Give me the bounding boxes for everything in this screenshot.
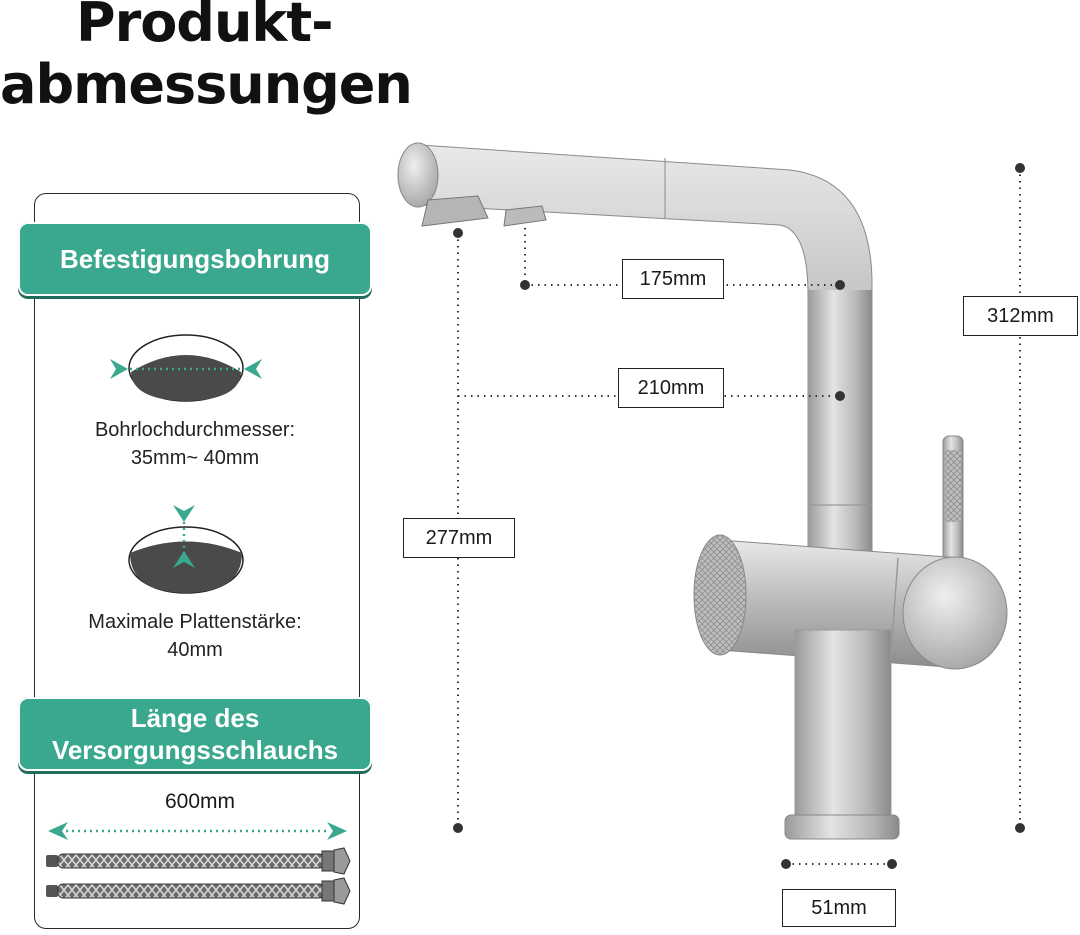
dimension-base-diameter: 51mm [782,889,896,927]
plate-thickness-icon [128,505,244,594]
hole-diameter-label: Bohrlochdurchmesser: [94,419,296,441]
specs-card [34,193,360,929]
dimension-spout-height: 277mm [403,518,515,558]
dimension-reach-inner: 175mm [622,259,724,299]
mounting-hole-banner: Befestigungsbohrung [18,222,372,296]
hole-diameter-note: Bohrlochdurchmesser: 35mm~ 40mm [40,416,350,472]
hole-diameter-icon [110,334,262,402]
faucet-illustration [397,142,1008,840]
dimension-lines [457,168,1021,865]
page-title: Produkt- abmessungen [0,0,413,116]
hose-length-value: 600mm [164,790,236,813]
plate-thickness-note: Maximale Plattenstärke: 40mm [40,608,350,664]
hose-banner-line2: Versorgungsschlauchs [51,735,339,765]
supply-hose-icon [46,847,351,905]
hose-banner-line1: Länge des [130,703,260,733]
dimension-endpoints [453,163,1025,869]
plate-thickness-value: 40mm [167,639,223,661]
page-title-line1: Produkt- [76,0,334,54]
hole-diameter-value: 35mm~ 40mm [130,447,260,469]
mounting-hole-banner-label: Befestigungsbohrung [59,243,331,274]
hose-length-banner: Länge des Versorgungsschlauchs [18,697,372,771]
dimension-reach-outer: 210mm [618,368,724,408]
plate-thickness-label: Maximale Plattenstärke: [88,611,302,633]
page-title-line2: abmessungen [0,53,413,116]
hose-length-arrow-icon [48,822,347,840]
dimension-total-height: 312mm [963,296,1078,336]
